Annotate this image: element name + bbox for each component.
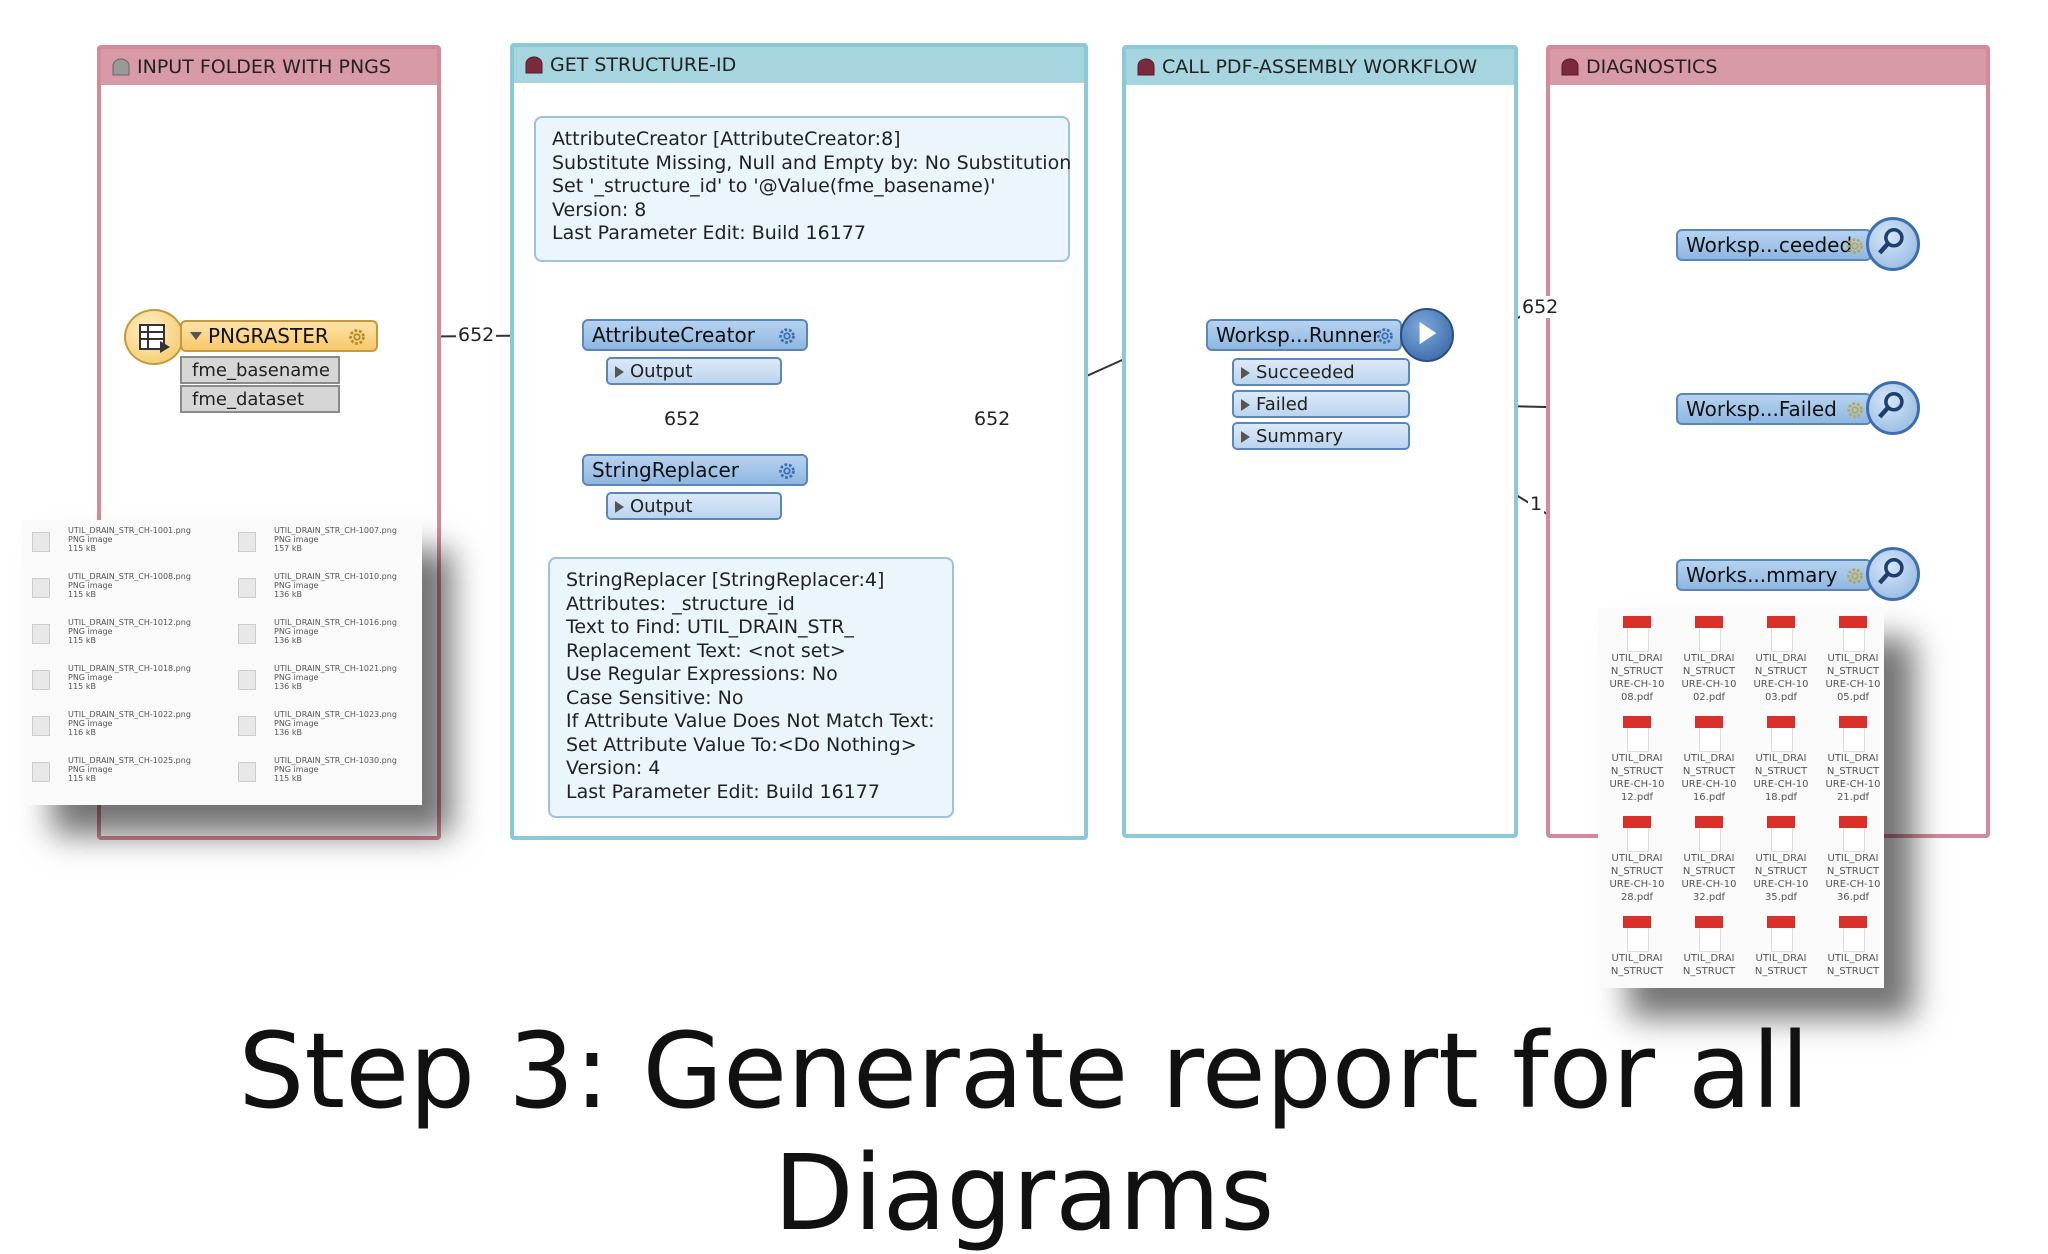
magnifier-icon[interactable]	[1866, 547, 1920, 601]
inspector-failed[interactable]: Worksp...Failed	[1676, 393, 1872, 425]
bookmark-title: CALL PDF-ASSEMBLY WORKFLOW	[1162, 56, 1478, 78]
port-name: Succeeded	[1256, 361, 1355, 383]
stringreplacer-transformer[interactable]: StringReplacer	[582, 454, 808, 486]
bookmark-icon	[1137, 58, 1155, 76]
transformer-name: Works...mmary	[1686, 563, 1838, 587]
port-name: Output	[630, 495, 693, 517]
port-name: Output	[630, 360, 693, 382]
inspector-succeeded[interactable]: Worksp...ceeded	[1676, 229, 1872, 261]
magnifier-icon[interactable]	[1866, 217, 1920, 271]
workspacerunner-transformer[interactable]: Worksp...Runner	[1206, 319, 1402, 351]
gear-icon[interactable]	[776, 325, 798, 347]
port-expand-icon	[1241, 367, 1250, 379]
attributecreator-transformer[interactable]: AttributeCreator	[582, 319, 808, 351]
stringreplacer-annotation[interactable]: StringReplacer [StringReplacer:4] Attrib…	[548, 557, 954, 818]
runner-succeeded-port[interactable]: Succeeded	[1232, 358, 1410, 386]
run-button[interactable]	[1400, 308, 1454, 362]
transformer-name: Worksp...Failed	[1686, 397, 1837, 421]
port-expand-icon	[1241, 399, 1250, 411]
transformer-name: Worksp...Runner	[1216, 323, 1381, 347]
feature-count[interactable]: 652	[456, 324, 497, 346]
transformer-name: Worksp...ceeded	[1686, 233, 1853, 257]
port-name: Failed	[1256, 393, 1309, 415]
gear-icon[interactable]	[1374, 325, 1396, 347]
runner-summary-port[interactable]: Summary	[1232, 422, 1410, 450]
magnifier-icon[interactable]	[1866, 381, 1920, 435]
attributecreator-output-port[interactable]: Output	[606, 357, 782, 385]
bookmark-header[interactable]: CALL PDF-ASSEMBLY WORKFLOW	[1126, 49, 1514, 85]
gear-icon[interactable]	[1844, 399, 1866, 421]
bookmark-header[interactable]: INPUT FOLDER WITH PNGS	[101, 49, 437, 85]
port-expand-icon	[1241, 431, 1250, 443]
bookmark-icon	[525, 56, 543, 74]
feature-count[interactable]: 652	[662, 408, 703, 430]
stringreplacer-output-port[interactable]: Output	[606, 492, 782, 520]
raster-table-icon	[139, 324, 170, 353]
gear-icon[interactable]	[776, 460, 798, 482]
slide-caption: Step 3: Generate report for all Diagrams	[238, 1010, 1810, 1254]
bookmark-icon	[112, 58, 130, 76]
reader-attribute[interactable]: fme_basename	[180, 356, 340, 384]
bookmark-title: INPUT FOLDER WITH PNGS	[137, 56, 391, 78]
feature-count[interactable]: 652	[972, 408, 1013, 430]
reader-name: PNGRASTER	[208, 324, 329, 348]
feature-count[interactable]: 652	[1520, 296, 1561, 318]
transformer-name: AttributeCreator	[592, 323, 755, 347]
port-expand-icon	[615, 501, 624, 513]
gear-icon[interactable]	[1844, 565, 1866, 587]
port-expand-icon	[615, 366, 624, 378]
transformer-name: StringReplacer	[592, 458, 740, 482]
gear-icon[interactable]	[346, 326, 368, 348]
inspector-summary[interactable]: Works...mmary	[1676, 559, 1872, 591]
gear-icon[interactable]	[1844, 235, 1866, 257]
feature-count[interactable]: 1	[1528, 493, 1545, 515]
runner-failed-port[interactable]: Failed	[1232, 390, 1410, 418]
bookmark-icon	[1561, 58, 1579, 76]
play-icon	[1419, 322, 1437, 345]
bookmark-title: GET STRUCTURE-ID	[550, 54, 737, 76]
pngraster-reader[interactable]: PNGRASTER	[180, 320, 378, 352]
bookmark-header[interactable]: GET STRUCTURE-ID	[514, 47, 1084, 83]
workspace-canvas: INPUT FOLDER WITH PNGS GET STRUCTURE-ID …	[22, 43, 1990, 1254]
reader-attribute[interactable]: fme_dataset	[180, 385, 340, 413]
bookmark-title: DIAGNOSTICS	[1586, 56, 1718, 78]
collapse-triangle-icon[interactable]	[190, 332, 202, 340]
attributecreator-annotation[interactable]: AttributeCreator [AttributeCreator:8] Su…	[534, 116, 1071, 262]
bookmark-header[interactable]: DIAGNOSTICS	[1550, 49, 1986, 85]
port-name: Summary	[1256, 425, 1343, 447]
reader-icon-circle[interactable]	[124, 309, 184, 365]
